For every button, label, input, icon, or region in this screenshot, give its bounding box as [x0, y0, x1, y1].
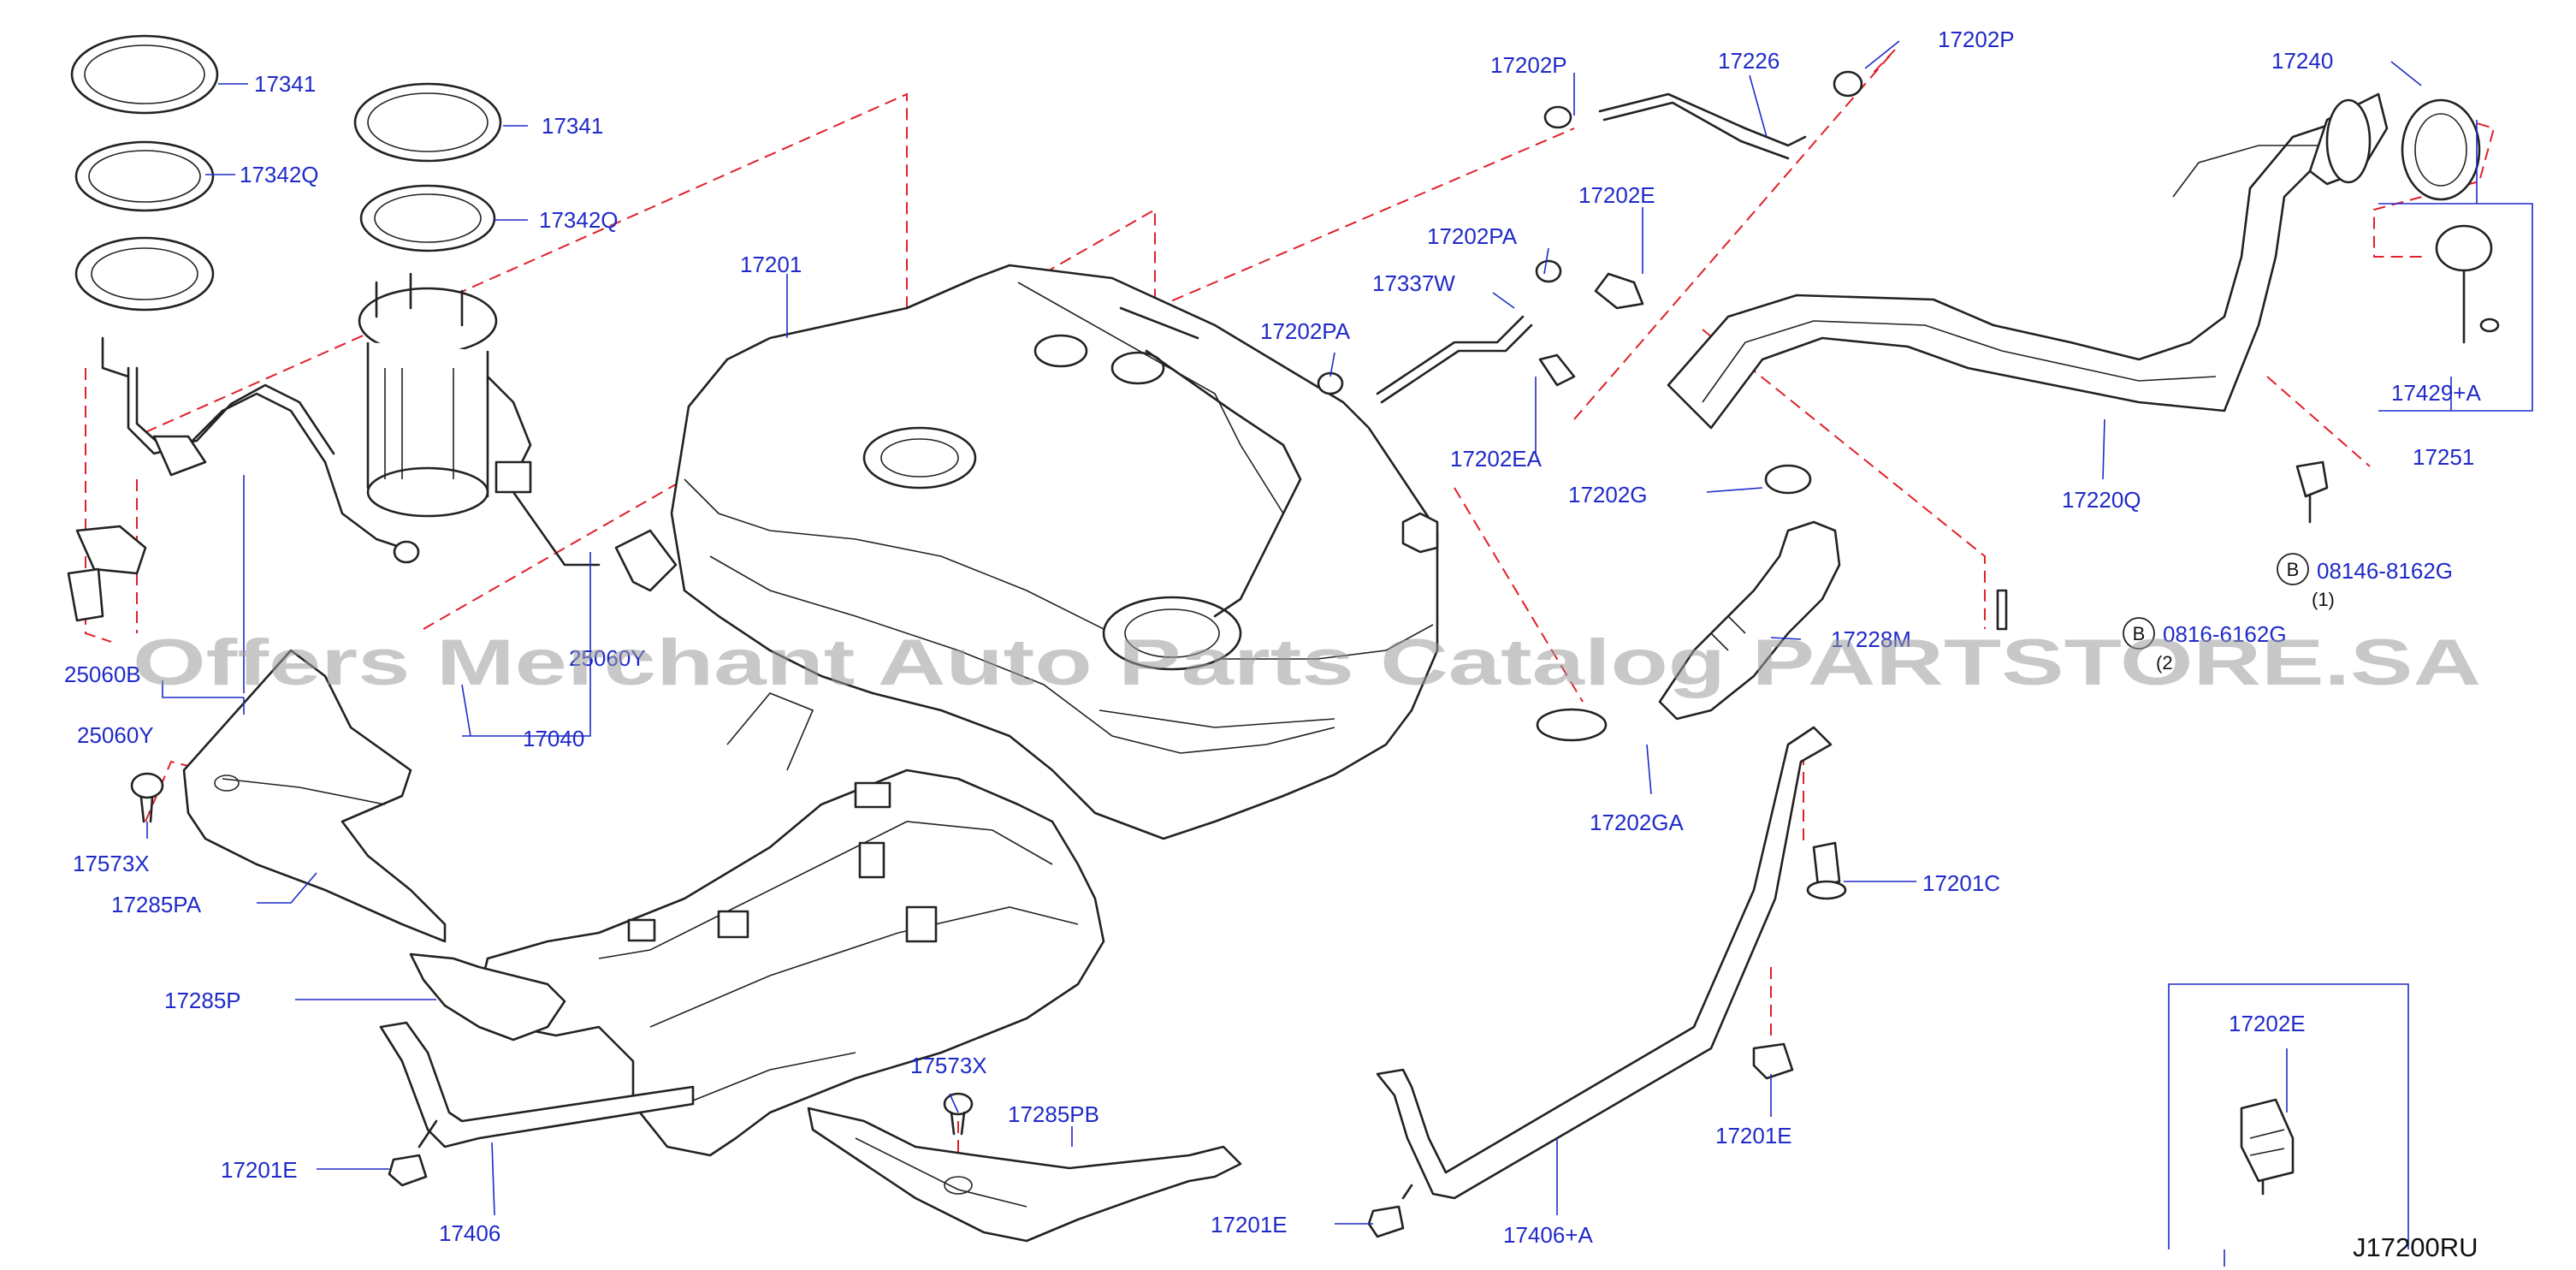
pump-rings-right	[353, 82, 502, 252]
strap-17406	[379, 1021, 695, 1148]
tank-protector-17285p	[477, 692, 1105, 1157]
label-17342q-b[interactable]: 17342Q	[539, 207, 619, 233]
protector-17285p-small	[409, 952, 566, 1042]
label-17202e-b[interactable]: 17202E	[2229, 1011, 2306, 1036]
label-17202g[interactable]: 17202G	[1568, 482, 1648, 507]
label-17285pa[interactable]: 17285PA	[111, 892, 202, 917]
inset-box-17202e	[2168, 983, 2409, 1249]
label-17202p-a[interactable]: 17202P	[1490, 52, 1567, 78]
filler-hose-17228m	[1658, 520, 1841, 721]
label-17251[interactable]: 17251	[2413, 444, 2474, 470]
label-17201c[interactable]: 17201C	[1922, 870, 2000, 896]
label-17228m[interactable]: 17228M	[1831, 626, 1911, 652]
label-17341-a[interactable]: 17341	[254, 71, 316, 97]
b-symbol-1-text: B	[2287, 559, 2300, 580]
label-0816-qty: (2	[2156, 652, 2173, 674]
vent-hoses	[1317, 70, 1863, 495]
label-08146-qty: (1)	[2312, 589, 2335, 610]
b-symbol-2	[2123, 617, 2155, 650]
label-17201e-c[interactable]: 17201E	[1211, 1212, 1288, 1237]
label-17406a[interactable]: 17406+A	[1503, 1222, 1593, 1248]
diagram-code: J17200RU	[2353, 1232, 2478, 1262]
label-17337w[interactable]: 17337W	[1372, 270, 1455, 296]
label-17220q[interactable]: 17220Q	[2062, 487, 2141, 513]
label-17285p[interactable]: 17285P	[164, 988, 241, 1013]
label-17341-b[interactable]: 17341	[542, 113, 603, 139]
label-08146-8162g[interactable]: 08146-8162G	[2317, 558, 2453, 584]
label-17201[interactable]: 17201	[740, 252, 802, 277]
filler-tube-17220q	[1667, 92, 2389, 430]
fuel-pump-assembly	[358, 272, 678, 592]
fuel-filler-cap	[2401, 98, 2500, 344]
label-17573x-b[interactable]: 17573X	[910, 1053, 987, 1078]
strap-17406a	[1376, 726, 1833, 1200]
watermark-text: Offers Merchant Auto Parts Catalog PARTS…	[133, 626, 2481, 699]
label-17202pa-a[interactable]: 17202PA	[1427, 223, 1518, 249]
label-17573x-a[interactable]: 17573X	[73, 851, 150, 876]
b-symbol-1	[2277, 553, 2309, 585]
protector-17285pa	[182, 649, 447, 943]
label-25060y[interactable]: 25060Y	[77, 722, 154, 748]
label-17202ga[interactable]: 17202GA	[1590, 810, 1685, 835]
label-17202p-b[interactable]: 17202P	[1938, 27, 2015, 52]
label-17202pa-b[interactable]: 17202PA	[1260, 318, 1351, 344]
label-17406[interactable]: 17406	[439, 1220, 500, 1246]
part-number-labels: 17341 17342Q 17341 17342Q 17201 17202P 1…	[64, 27, 2481, 1248]
protector-17285pb	[807, 1107, 1242, 1243]
label-25060y-b[interactable]: 25060Y	[569, 645, 646, 671]
b-symbol-2-text: B	[2133, 623, 2146, 644]
label-17240[interactable]: 17240	[2271, 48, 2333, 74]
leader-lines	[146, 40, 2478, 1267]
label-25060b[interactable]: 25060B	[64, 662, 141, 687]
label-0816-6162g[interactable]: 0816-6162G	[2163, 621, 2287, 647]
label-17201e-b[interactable]: 17201E	[1715, 1123, 1792, 1148]
label-17285pb[interactable]: 17285PB	[1008, 1101, 1099, 1127]
label-17202ea[interactable]: 17202EA	[1450, 446, 1543, 472]
fuel-tank	[670, 264, 1439, 840]
label-17226[interactable]: 17226	[1718, 48, 1780, 74]
label-17201e-a[interactable]: 17201E	[221, 1157, 298, 1183]
fuel-level-sender	[67, 336, 420, 622]
label-17040[interactable]: 17040	[523, 726, 584, 751]
pump-rings-left	[70, 34, 219, 312]
inset-box-17251	[2378, 203, 2533, 412]
bolt-b-symbols: B B	[2123, 553, 2309, 650]
fasteners	[130, 460, 2329, 1238]
label-17202e-a[interactable]: 17202E	[1578, 182, 1655, 208]
label-17342q-a[interactable]: 17342Q	[240, 162, 319, 187]
label-17429a[interactable]: 17429+A	[2391, 380, 2481, 406]
